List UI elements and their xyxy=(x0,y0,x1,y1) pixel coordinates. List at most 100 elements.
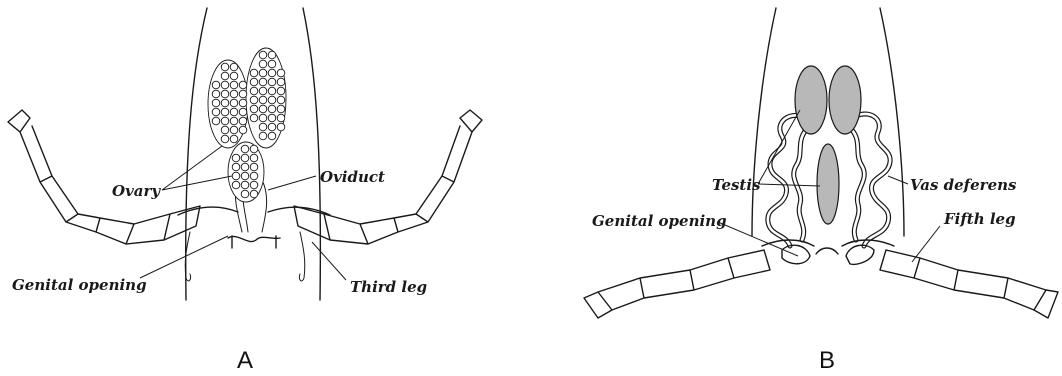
ovary-egg xyxy=(250,181,258,189)
panel-a-caption: A xyxy=(237,347,253,374)
ovary-egg xyxy=(241,145,249,153)
panel-a-label-oviduct: Oviduct xyxy=(320,168,385,186)
panel-b-vas-deferens-left xyxy=(768,115,806,246)
panel-b-male-diagram: Testis Vas deferens Genital opening Fift… xyxy=(584,8,1058,374)
panel-a-appendage-right xyxy=(299,232,304,281)
ovary-egg xyxy=(239,81,247,89)
ovary-egg xyxy=(250,154,258,162)
ovary-egg xyxy=(212,117,220,125)
ovary-egg xyxy=(212,99,220,107)
ovary-egg xyxy=(212,81,220,89)
panel-b-caption: B xyxy=(819,347,835,374)
ovary-egg xyxy=(241,163,249,171)
ovary-egg xyxy=(232,172,240,180)
panel-b-label-fifth-leg: Fifth leg xyxy=(943,210,1016,228)
ovary-egg xyxy=(221,90,229,98)
ovary-egg xyxy=(268,51,276,59)
panel-a-left-leg xyxy=(8,110,200,244)
ovary-egg xyxy=(277,114,285,122)
panel-a-oviduct-pointer xyxy=(268,176,316,190)
ovary-egg xyxy=(250,145,258,153)
panel-b-left-leg xyxy=(584,250,770,318)
panel-b-label-genital-opening: Genital opening xyxy=(592,212,727,230)
ovary-egg xyxy=(277,123,285,131)
panel-a-label-genital-opening: Genital opening xyxy=(12,276,147,294)
panel-b-body xyxy=(762,240,894,264)
panel-b-right-leg xyxy=(880,250,1058,318)
ovary-egg xyxy=(277,105,285,113)
ovary-egg xyxy=(239,99,247,107)
ovary-egg xyxy=(230,90,238,98)
ovary-egg xyxy=(268,132,276,140)
ovary-egg xyxy=(259,123,267,131)
ovary-egg xyxy=(221,72,229,80)
ovary-egg xyxy=(250,105,258,113)
ovary-egg xyxy=(277,78,285,86)
panel-b-testis-right xyxy=(829,66,861,134)
ovary-egg xyxy=(232,163,240,171)
ovary-egg xyxy=(232,181,240,189)
ovary-egg xyxy=(250,190,258,198)
ovary-egg xyxy=(259,78,267,86)
ovary-egg xyxy=(259,105,267,113)
panel-b-testis-left xyxy=(795,66,827,134)
ovary-egg xyxy=(259,96,267,104)
ovary-egg xyxy=(241,172,249,180)
ovary-egg xyxy=(250,114,258,122)
panel-b-vas-deferens-pointer xyxy=(888,176,908,184)
ovary-egg xyxy=(230,135,238,143)
ovary-egg xyxy=(230,72,238,80)
ovary-egg xyxy=(212,90,220,98)
ovary-egg xyxy=(268,114,276,122)
ovary-egg xyxy=(230,99,238,107)
ovary-egg xyxy=(259,132,267,140)
panel-b-label-vas-deferens: Vas deferens xyxy=(910,176,1017,194)
ovary-egg xyxy=(239,108,247,116)
ovary-egg xyxy=(268,87,276,95)
ovary-egg xyxy=(250,78,258,86)
ovary-egg xyxy=(241,154,249,162)
ovary-egg xyxy=(239,126,247,134)
ovary-egg xyxy=(221,108,229,116)
panel-a-female-diagram: Ovary Oviduct Genital opening Third leg … xyxy=(8,8,482,374)
ovary-egg xyxy=(259,60,267,68)
panel-a-label-ovary: Ovary xyxy=(112,182,161,200)
panel-a-ovary-pointer xyxy=(162,146,232,190)
panel-b-testis-lower xyxy=(817,144,839,224)
ovary-egg xyxy=(212,108,220,116)
ovary-egg xyxy=(268,69,276,77)
ovary-egg xyxy=(250,87,258,95)
ovary-egg xyxy=(268,60,276,68)
ovary-egg xyxy=(239,117,247,125)
ovary-egg xyxy=(259,51,267,59)
ovary-egg xyxy=(239,90,247,98)
ovary-egg xyxy=(250,69,258,77)
panel-b-fifth-leg-pointer xyxy=(912,226,940,262)
ovary-egg xyxy=(230,81,238,89)
ovary-egg xyxy=(221,81,229,89)
ovary-egg xyxy=(221,126,229,134)
ovary-egg xyxy=(259,69,267,77)
ovary-egg xyxy=(268,105,276,113)
ovary-egg xyxy=(250,172,258,180)
ovary-egg xyxy=(230,117,238,125)
ovary-egg xyxy=(230,63,238,71)
ovary-egg xyxy=(221,99,229,107)
ovary-egg xyxy=(268,123,276,131)
ovary-egg xyxy=(221,63,229,71)
ovary-egg xyxy=(230,126,238,134)
panel-a-body xyxy=(178,207,330,248)
ovary-egg xyxy=(230,108,238,116)
panel-b-vas-deferens-right xyxy=(852,114,890,246)
panel-a-label-third-leg: Third leg xyxy=(350,278,427,296)
panel-a-genital-opening-pointer xyxy=(140,236,228,278)
ovary-egg xyxy=(232,154,240,162)
ovary-egg xyxy=(277,87,285,95)
ovary-egg xyxy=(259,114,267,122)
ovary-egg xyxy=(250,96,258,104)
ovary-egg xyxy=(221,117,229,125)
ovary-egg xyxy=(241,181,249,189)
ovary-egg xyxy=(277,69,285,77)
ovary-egg xyxy=(268,78,276,86)
